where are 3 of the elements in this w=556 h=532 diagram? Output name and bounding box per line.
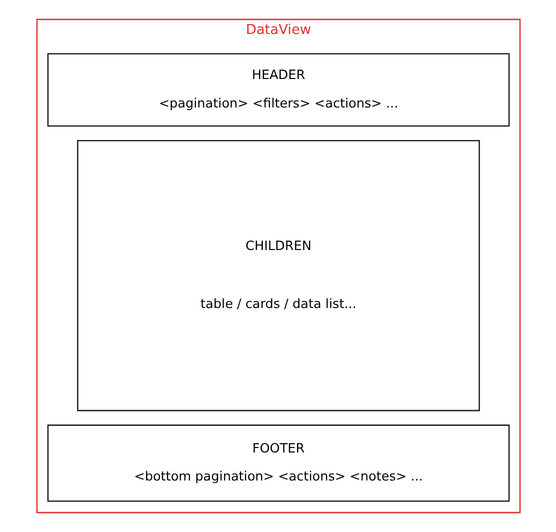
node-box: CHILDREN table / cards / data list... [76,140,480,412]
node-box: HEADER <pagination> <filters> <actions> ... [46,53,510,127]
node-box: FOOTER <bottom pagination> <actions> <notes> ... [46,424,510,502]
